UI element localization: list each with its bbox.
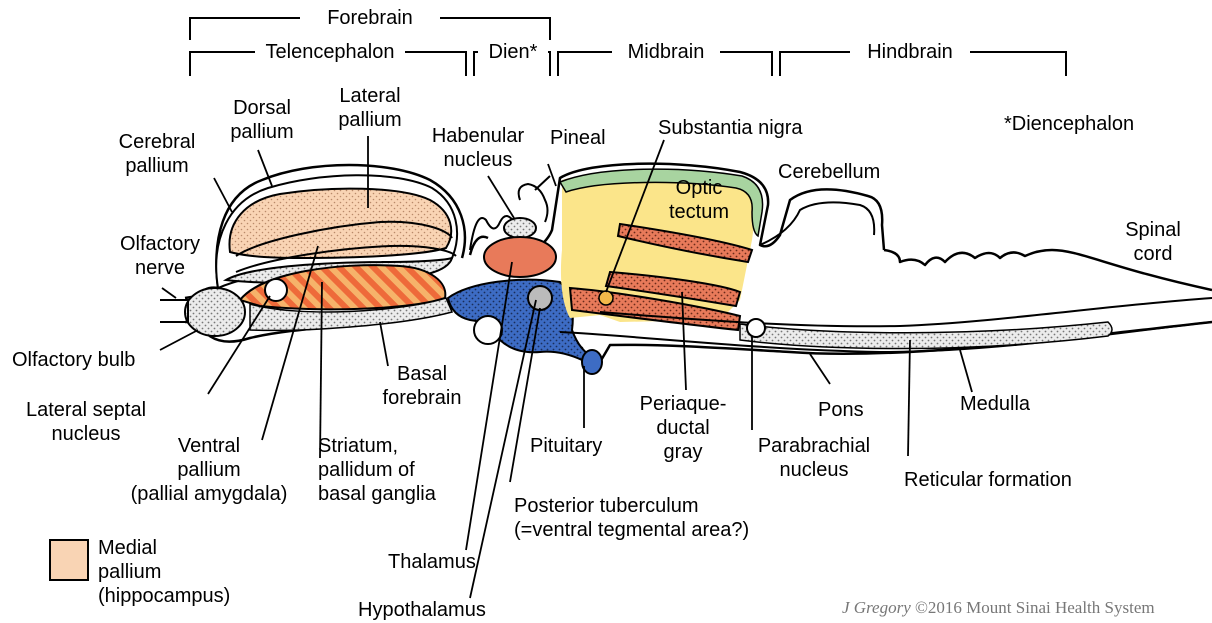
- pituitary-label: Pituitary: [530, 434, 602, 458]
- lateral-pallium-label: Lateral pallium: [330, 84, 410, 132]
- periaqueductal-gray-label: Periaque- ductal gray: [628, 392, 738, 464]
- medulla-label: Medulla: [960, 392, 1030, 416]
- thalamus-label: Thalamus: [388, 550, 476, 574]
- olfactory-bulb-shape: [185, 288, 245, 336]
- cerebral-pallium-label: Cerebral pallium: [112, 130, 202, 178]
- ventral-pallium-label: Ventral pallium (pallial amygdala): [124, 434, 294, 506]
- hindbrain-label: Hindbrain: [850, 40, 970, 64]
- legend-label: Medial pallium (hippocampus): [98, 536, 230, 608]
- posterior-tuberculum-label: Posterior tuberculum (=ventral tegmental…: [514, 494, 749, 542]
- olfactory-nerve-label: Olfactory nerve: [100, 232, 220, 280]
- substantia-nigra-label: Substantia nigra: [658, 116, 803, 140]
- telencephalon-label: Telencephalon: [255, 40, 405, 64]
- pineal-label: Pineal: [550, 126, 606, 150]
- midbrain-label: Midbrain: [612, 40, 720, 64]
- footnote-diencephalon: *Diencephalon: [1004, 112, 1134, 136]
- parabrachial-nucleus-shape: [747, 319, 765, 337]
- substantia-nigra-circle: [599, 291, 613, 305]
- pons-label: Pons: [818, 398, 864, 422]
- thalamus-shape: [484, 237, 556, 277]
- habenular-nucleus-shape: [504, 218, 536, 238]
- striatum-label: Striatum, pallidum of basal ganglia: [318, 434, 436, 506]
- reticular-formation-label: Reticular formation: [904, 468, 1072, 492]
- olfactory-nerve-shape: [160, 300, 188, 322]
- basal-forebrain-label: Basal forebrain: [362, 362, 482, 410]
- pineal-shape: [519, 184, 548, 222]
- parabrachial-nucleus-label: Parabrachial nucleus: [744, 434, 884, 482]
- optic-tectum-label: Optic tectum: [654, 176, 744, 224]
- habenular-nucleus-label: Habenular nucleus: [418, 124, 538, 172]
- legend-swatch: [50, 540, 88, 580]
- pituitary-shape: [582, 350, 602, 374]
- credit-author: J Gregory: [842, 598, 911, 617]
- cerebellum-label: Cerebellum: [778, 160, 880, 184]
- hypothalamus-ventricle: [474, 316, 502, 344]
- forebrain-label: Forebrain: [300, 6, 440, 30]
- posterior-tuberculum-shape: [528, 286, 552, 310]
- credit-line: J Gregory ©2016 Mount Sinai Health Syste…: [842, 598, 1155, 618]
- olfactory-bulb-label: Olfactory bulb: [12, 348, 135, 372]
- dien-label: Dien*: [478, 40, 548, 64]
- hypothalamus-label: Hypothalamus: [358, 598, 486, 622]
- reticular-formation-shape: [740, 322, 1112, 349]
- spinal-cord-label: Spinal cord: [1108, 218, 1198, 266]
- credit-rest: ©2016 Mount Sinai Health System: [911, 598, 1155, 617]
- dorsal-pallium-label: Dorsal pallium: [226, 96, 298, 144]
